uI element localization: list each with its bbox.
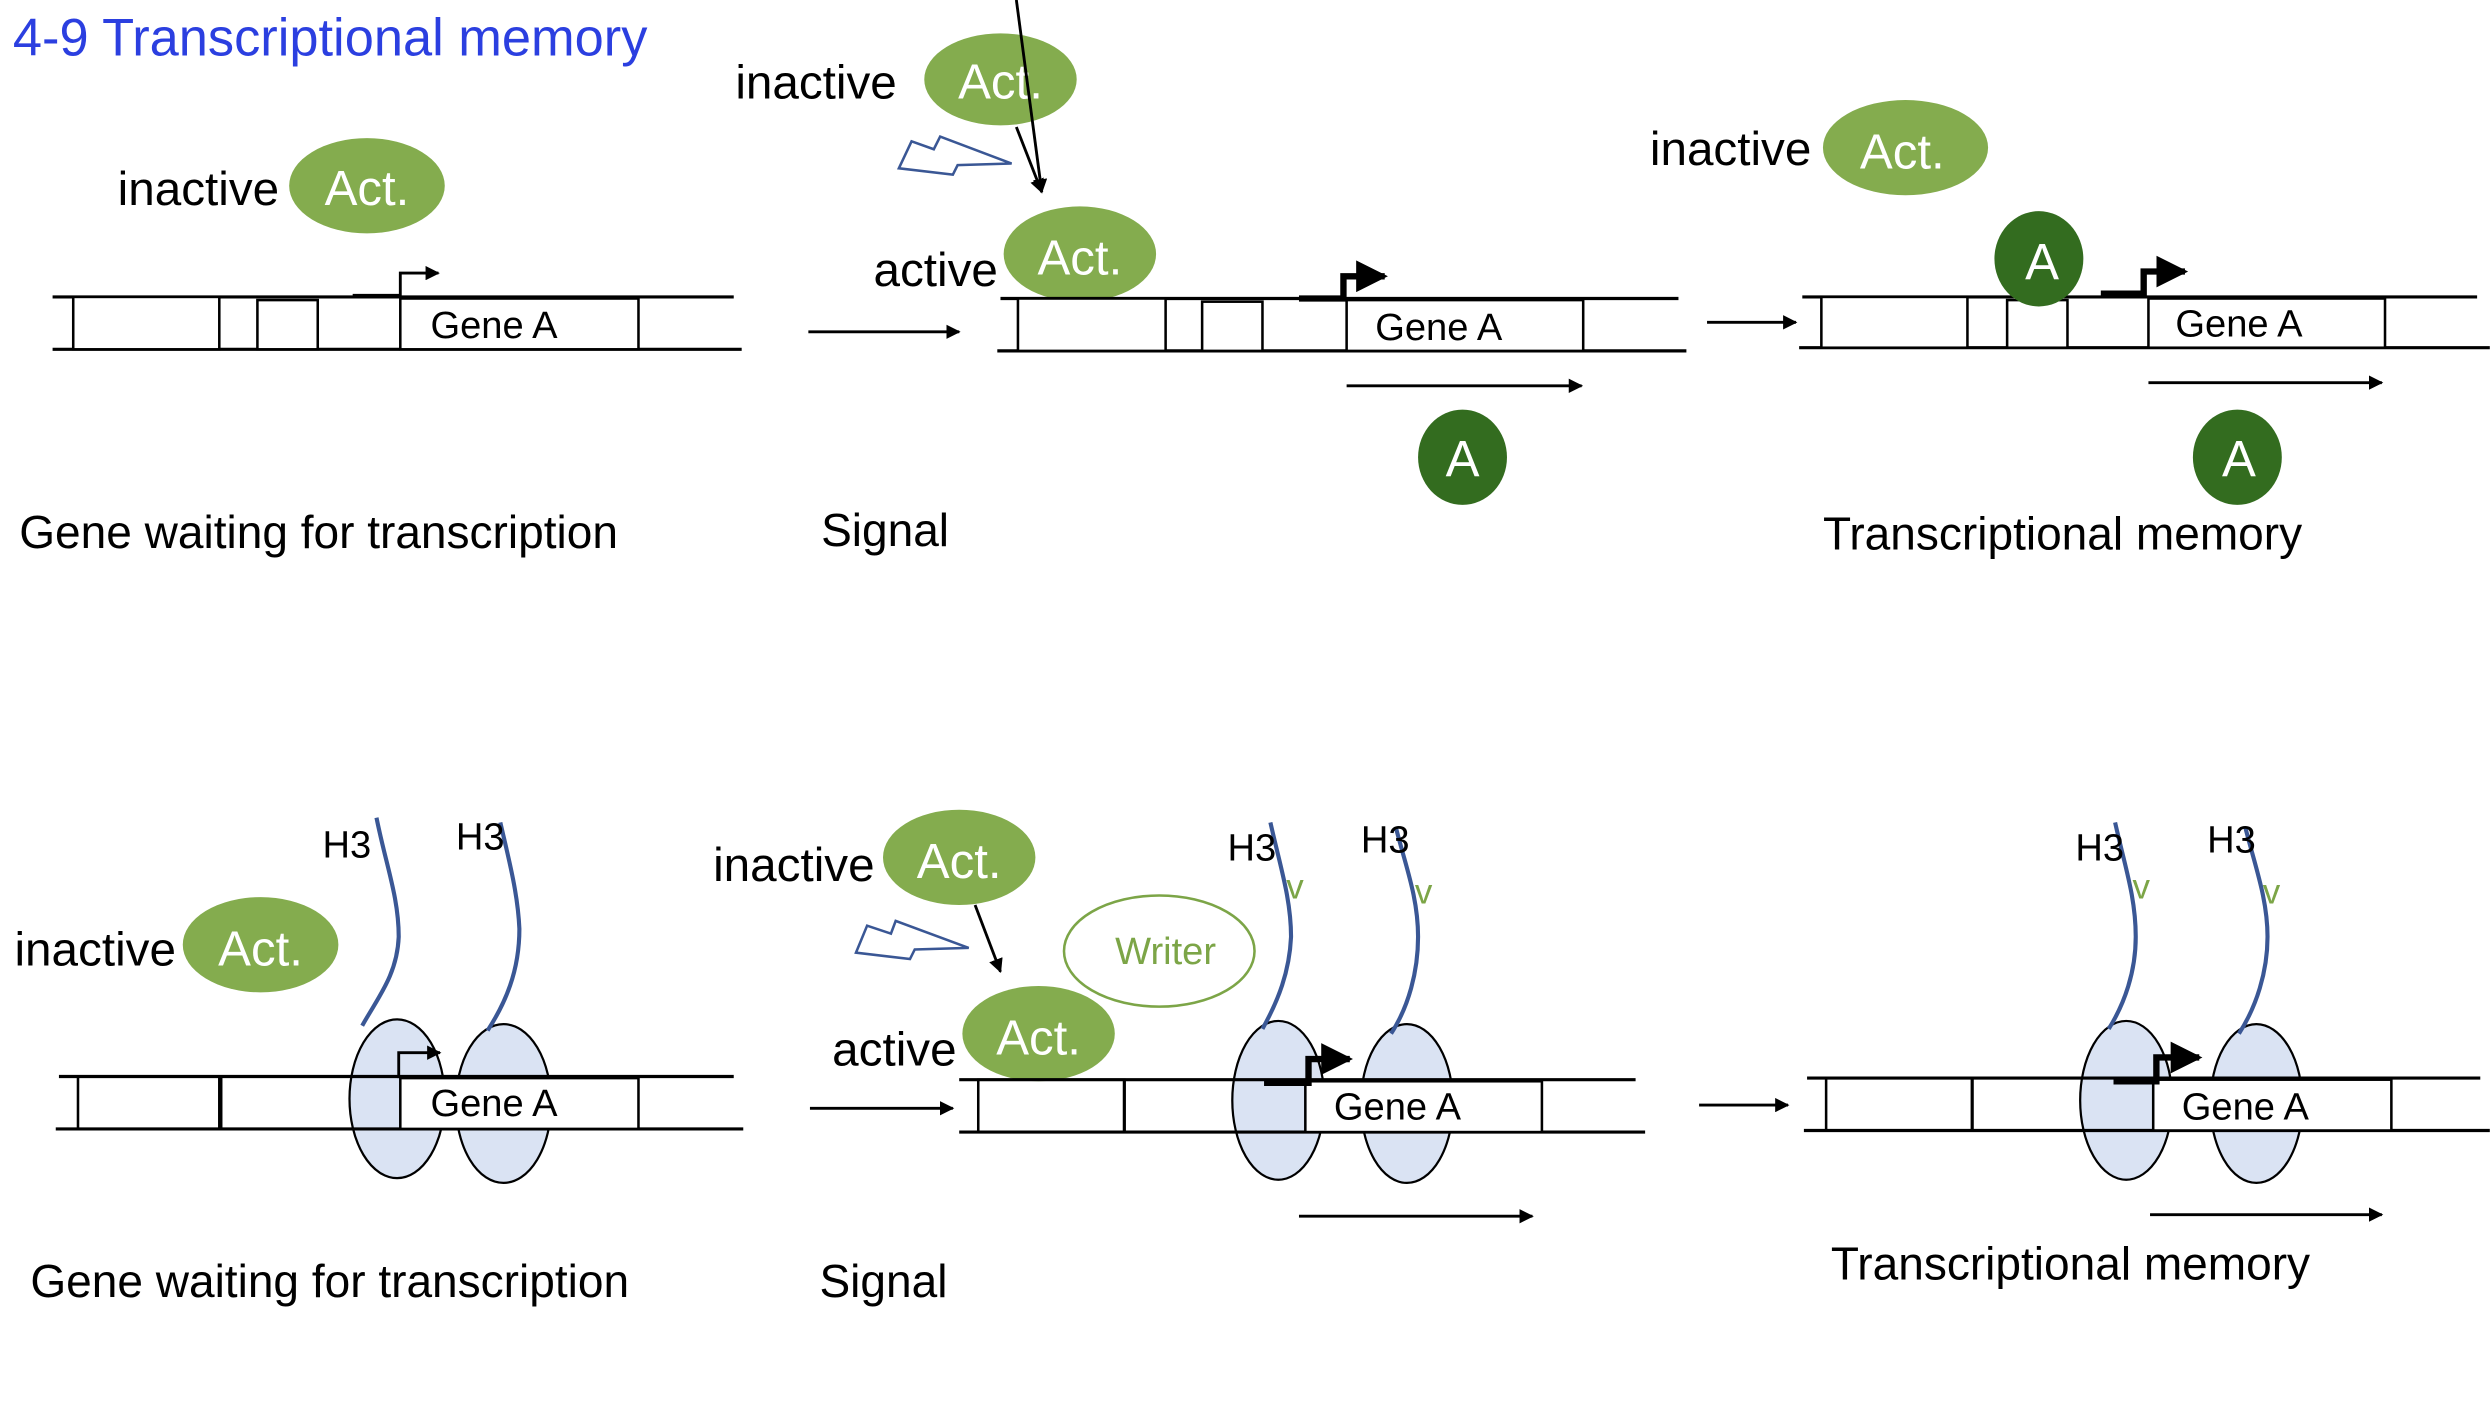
promoter-arrow-active-icon — [1264, 1043, 1353, 1087]
panel-caption: Transcriptional memory — [1823, 507, 2302, 559]
signal-bolt-icon — [896, 134, 1013, 177]
dna-strand: Gene A — [997, 296, 1687, 353]
histone-tail — [360, 817, 401, 1027]
bottom-panel-1: inactive Act. H3 H3 Gene A Gene waiting … — [14, 816, 744, 1307]
histone-mark: v — [2133, 868, 2151, 907]
top-panel-1: inactive Act. Gene A Gene waiting for tr… — [19, 138, 742, 558]
activator-active: Act. — [1003, 206, 1157, 302]
bottom-panel-3: H3 H3 v v Gene A Transcriptional memory — [1803, 820, 2490, 1290]
histone-tail — [485, 822, 522, 1032]
h3-label: H3 — [2075, 828, 2124, 870]
histone-mark: v — [1415, 872, 1433, 911]
bottom-panel-2: inactive Act. Writer active Act. H3 H3 v… — [713, 809, 1646, 1307]
writer-label: Writer — [1115, 931, 1216, 973]
activator-inactive: Act. — [1822, 100, 1989, 196]
h3-label: H3 — [1361, 820, 1410, 862]
panel-caption: Gene waiting for transcription — [19, 506, 618, 558]
promoter-arrow-icon — [352, 265, 440, 297]
panel-caption: Gene waiting for transcription — [30, 1255, 629, 1307]
activator-label: Act. — [325, 161, 410, 216]
h3-label: H3 — [323, 824, 372, 866]
dna-strand: Gene A — [1803, 1076, 2490, 1133]
writer-enzyme: Writer — [1062, 894, 1256, 1008]
gene-a-box — [1345, 298, 1585, 353]
h3-label: H3 — [1228, 828, 1277, 870]
gene-a-box — [399, 1076, 640, 1131]
activator-active: Act. — [962, 986, 1115, 1082]
product-a-label: A — [1446, 430, 1480, 487]
product-a: A — [1418, 409, 1507, 505]
histone-tail — [1389, 826, 1421, 1035]
activator-label: Act. — [917, 834, 1002, 889]
product-a: A — [2192, 409, 2282, 505]
promoter-arrow-active-icon — [2113, 1041, 2203, 1085]
active-label: active — [873, 244, 997, 297]
gene-a-label: Gene A — [430, 305, 558, 347]
activation-arrow-icon — [1014, 0, 1048, 194]
dna-strand: Gene A — [52, 295, 742, 351]
inactive-label: inactive — [118, 163, 279, 216]
gene-a-label: Gene A — [430, 1083, 558, 1125]
activator-label: Act. — [1037, 231, 1122, 286]
histone-tail — [2106, 822, 2138, 1030]
product-a-label: A — [2025, 233, 2059, 290]
activator-label: Act. — [1860, 124, 1945, 179]
histone-tail — [2237, 826, 2270, 1035]
histone-mark: v — [2263, 872, 2281, 911]
active-label: active — [832, 1023, 956, 1076]
promoter-arrow-icon — [397, 1045, 442, 1079]
h3-label: H3 — [456, 816, 505, 858]
gene-a-label: Gene A — [1375, 307, 1503, 349]
gene-a-label: Gene A — [1334, 1086, 1462, 1128]
promoter-arrow-active-icon — [1298, 260, 1388, 302]
activator-inactive: Act. — [882, 809, 1036, 906]
activation-arrow-icon — [973, 904, 1003, 974]
activator-inactive: Act. — [182, 897, 339, 993]
panel-caption: Signal — [821, 504, 949, 556]
slide-title: 4-9 Transcriptional memory — [13, 10, 648, 68]
gene-a-box — [1304, 1080, 1544, 1134]
top-panel-3: inactive Act. Gene A A A Transcriptional… — [1650, 100, 2490, 559]
top-panel-2: inactive Act. active Act. Gene A A Signa… — [735, 0, 1687, 556]
dna-strand: Gene A — [959, 1078, 1646, 1134]
gene-a-box — [399, 297, 640, 351]
signal-bolt-icon — [854, 919, 970, 961]
dna-strand: Gene A — [55, 1074, 744, 1131]
activator-label: Act. — [218, 921, 303, 976]
product-a-bound: A — [1994, 211, 2084, 307]
inactive-label: inactive — [1650, 123, 1811, 176]
activator-label: Act. — [996, 1010, 1081, 1065]
histone-tail — [1260, 822, 1294, 1030]
gene-a-label: Gene A — [2182, 1086, 2310, 1128]
product-a-label: A — [2222, 430, 2256, 487]
activator-inactive: Act. — [289, 138, 445, 234]
dna-strand: Gene A — [1799, 295, 2490, 350]
promoter-arrow-active-icon — [2100, 255, 2189, 297]
inactive-label: inactive — [735, 56, 896, 109]
panel-caption: Signal — [819, 1255, 947, 1307]
gene-a-label: Gene A — [2175, 304, 2303, 346]
activator-inactive: Act. — [924, 33, 1077, 126]
histone-mark: v — [1286, 868, 1304, 907]
gene-a-box — [2147, 297, 2387, 349]
gene-a-box — [2151, 1078, 2393, 1132]
h3-label: H3 — [2207, 820, 2256, 862]
inactive-label: inactive — [713, 839, 874, 892]
inactive-label: inactive — [14, 923, 175, 976]
panel-caption: Transcriptional memory — [1831, 1238, 2310, 1290]
